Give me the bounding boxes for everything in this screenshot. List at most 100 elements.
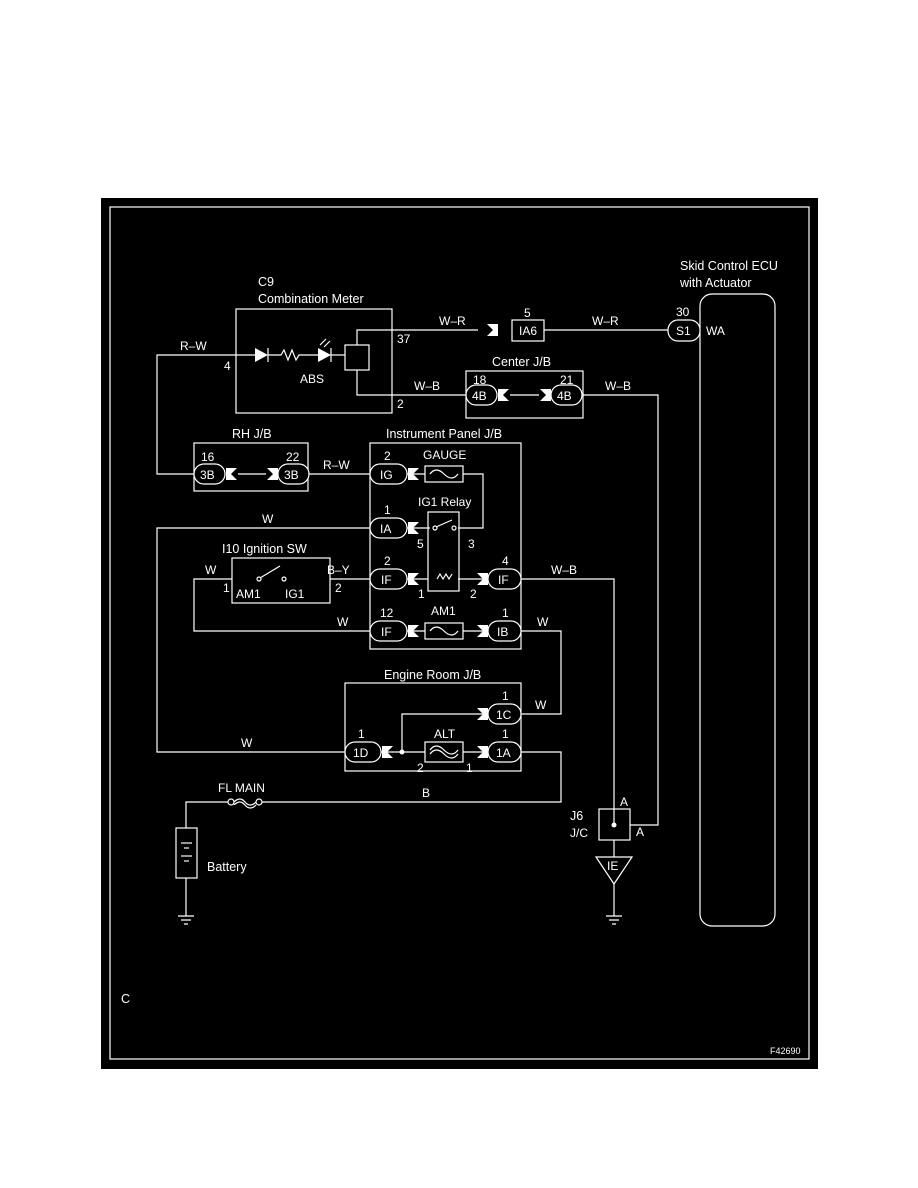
ip-jb-conn-if-right: IF <box>498 573 509 587</box>
meter-code: C9 <box>258 275 274 289</box>
wire-label-w-1c: W <box>535 698 547 712</box>
ground-symbol-battery <box>178 915 194 925</box>
engine-room-junction-block: Engine Room J/B 1C 1 1D 1 ALT 2 1 1A 1 <box>344 668 522 775</box>
rh-junction-block: RH J/B 16 22 3B 3B <box>193 427 310 492</box>
rh-jb-conn-left: 3B <box>200 468 215 482</box>
gauge-fuse-label: GAUGE <box>423 448 466 462</box>
battery: Battery <box>175 827 247 879</box>
rh-jb-pin-16: 16 <box>201 450 215 464</box>
diagram-panel <box>101 198 818 1069</box>
ip-jb-conn-ig: IG <box>380 468 393 482</box>
ip-jb-pin-ia: 1 <box>384 503 391 517</box>
j6-junction-connector: J6 J/C A A <box>570 795 644 841</box>
wire-label-w-ia: W <box>262 512 274 526</box>
wire-label-rw-top: R–W <box>180 339 207 353</box>
wire-label-w-ib: W <box>537 615 549 629</box>
wire-label-wb-if: W–B <box>551 563 577 577</box>
center-jb-name: Center J/B <box>492 355 551 369</box>
meter-pin-37: 37 <box>397 332 411 346</box>
center-jb-conn-left: 4B <box>472 389 487 403</box>
figure-code: F42690 <box>770 1046 801 1056</box>
rh-jb-pin-22: 22 <box>286 450 300 464</box>
engine-jb-conn-1a: 1A <box>496 746 511 760</box>
center-junction-block: Center J/B 18 21 4B 4B <box>465 355 584 419</box>
j6-pin-top: A <box>620 795 628 809</box>
ia6-connector: IA6 5 <box>487 306 545 342</box>
wire-labels: W–R W–R R–W W–B W–B R–W W W B–Y W–B W W … <box>180 314 631 800</box>
center-jb-pin-18: 18 <box>473 373 487 387</box>
alt-pin-2: 2 <box>417 761 424 775</box>
fl-main-fuse: FL MAIN <box>218 781 265 809</box>
meter-pin-2: 2 <box>397 397 404 411</box>
engine-jb-pin-1c: 1 <box>502 689 509 703</box>
fl-main-label: FL MAIN <box>218 781 265 795</box>
abs-lamp-label: ABS <box>300 372 324 386</box>
ig1-relay-label: IG1 Relay <box>418 495 471 509</box>
j6-name: J/C <box>570 826 588 840</box>
ip-jb-pin-if-right: 4 <box>502 554 509 568</box>
ip-jb-conn-if-left: IF <box>381 573 392 587</box>
ecu-name-line2: with Actuator <box>679 276 752 290</box>
ignition-ig1: IG1 <box>285 587 305 601</box>
ignition-pin-1: 1 <box>223 581 230 595</box>
alt-pin-1: 1 <box>466 761 473 775</box>
wire-label-w-1d: W <box>241 736 253 750</box>
engine-jb-name: Engine Room J/B <box>384 668 481 682</box>
meter-name: Combination Meter <box>258 292 364 306</box>
wire-label-wr-right: W–R <box>592 314 619 328</box>
ip-jb-name: Instrument Panel J/B <box>386 427 502 441</box>
ecu-conn-s1: S1 <box>676 324 691 338</box>
engine-jb-pin-1a: 1 <box>502 727 509 741</box>
instrument-panel-junction-block: Instrument Panel J/B IG 2 GAUGE IA 1 IG1… <box>369 427 522 650</box>
alt-fuse-label: ALT <box>434 727 456 741</box>
ia6-pin: 5 <box>524 306 531 320</box>
combination-meter: C9 Combination Meter ABS 4 37 2 <box>224 275 411 414</box>
battery-label: Battery <box>207 860 247 874</box>
wire-label-wr-left: W–R <box>439 314 466 328</box>
ip-jb-pin-if-left: 2 <box>384 554 391 568</box>
ecu-name-line1: Skid Control ECU <box>680 259 778 273</box>
skid-control-ecu: S1 30 WA Skid Control ECU with Actuator <box>667 259 778 927</box>
wire-label-wb-meter: W–B <box>414 379 440 393</box>
ie-ground: IE <box>594 856 634 886</box>
wire-label-by: B–Y <box>327 563 350 577</box>
ia6-label: IA6 <box>519 324 537 338</box>
ip-jb-pin-ib: 1 <box>502 606 509 620</box>
wire-label-wb-center: W–B <box>605 379 631 393</box>
ground-symbol-ie <box>606 915 622 925</box>
ignition-pin-2: 2 <box>335 581 342 595</box>
ecu-pin-30: 30 <box>676 305 690 319</box>
ignition-am1: AM1 <box>236 587 261 601</box>
meter-pin-4: 4 <box>224 359 231 373</box>
engine-jb-pin-1d: 1 <box>358 727 365 741</box>
ip-jb-conn-if-bottom: IF <box>381 625 392 639</box>
rh-jb-conn-right: 3B <box>284 468 299 482</box>
relay-pin-3: 3 <box>468 537 475 551</box>
ip-jb-pin-ig: 2 <box>384 449 391 463</box>
ecu-terminal-wa: WA <box>706 324 725 338</box>
wire-label-b: B <box>422 786 430 800</box>
center-jb-pin-21: 21 <box>560 373 574 387</box>
ip-jb-conn-ib: IB <box>497 625 508 639</box>
wire-label-rw-mid: R–W <box>323 458 350 472</box>
j6-code: J6 <box>570 809 583 823</box>
inner-frame <box>109 206 810 1060</box>
engine-jb-conn-1c: 1C <box>496 708 512 722</box>
wire-label-w-ignition: W <box>205 563 217 577</box>
ignition-switch: I10 Ignition SW AM1 IG1 1 2 <box>222 542 342 604</box>
ip-jb-conn-ia: IA <box>380 522 391 536</box>
j6-pin-right: A <box>636 825 644 839</box>
rh-jb-name: RH J/B <box>232 427 272 441</box>
am1-fuse-label: AM1 <box>431 604 456 618</box>
engine-jb-conn-1d: 1D <box>353 746 369 760</box>
relay-pin-2: 2 <box>470 587 477 601</box>
ignition-sw-name: I10 Ignition SW <box>222 542 307 556</box>
ie-label: IE <box>607 859 618 873</box>
wire-label-w-if12: W <box>337 615 349 629</box>
corner-label-c: C <box>121 992 130 1006</box>
relay-pin-5: 5 <box>417 537 424 551</box>
relay-pin-1: 1 <box>418 587 425 601</box>
center-jb-conn-right: 4B <box>557 389 572 403</box>
ip-jb-pin-if-bottom: 12 <box>380 606 394 620</box>
